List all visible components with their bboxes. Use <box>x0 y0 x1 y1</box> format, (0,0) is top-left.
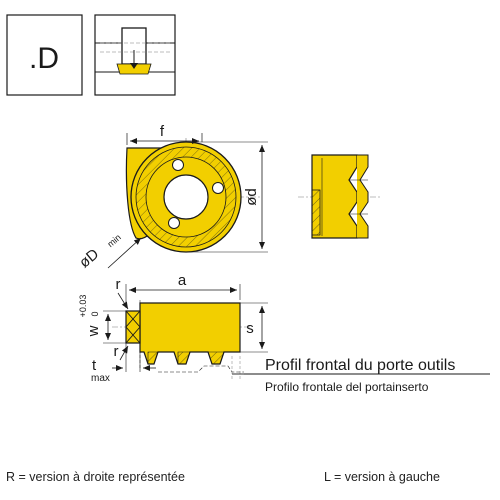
label-f: f <box>160 123 165 140</box>
code-box-label: .D <box>29 42 59 75</box>
label-w-tol: +0.03 <box>78 295 88 318</box>
label-a: a <box>178 272 187 289</box>
profile-label-it: Profilo frontale del portainserto <box>265 380 429 394</box>
label-w: w <box>85 325 102 337</box>
dimension-oD-min: øD min <box>76 232 142 272</box>
footer-left-version: L = version à gauche <box>324 470 440 484</box>
insert-front-view <box>125 138 262 253</box>
dimension-od: ød <box>186 141 268 253</box>
dimension-t: t max <box>91 343 156 384</box>
holder-symbol-box <box>94 14 176 96</box>
label-r-top: r <box>116 276 121 293</box>
label-od: ød <box>243 188 260 206</box>
profile-label-fr: Profil frontal du porte outils <box>265 357 455 374</box>
code-box: .D <box>6 14 83 96</box>
label-oD-sub: min <box>105 232 123 249</box>
label-r-bottom: r <box>114 343 119 360</box>
label-oD: øD <box>76 246 102 272</box>
insert-side-view <box>298 154 382 239</box>
label-t: t <box>92 357 97 374</box>
insert-section-view <box>112 300 250 368</box>
dimension-r: r r <box>114 276 129 361</box>
dimension-s: s <box>240 302 268 353</box>
label-t-sub: max <box>91 373 110 384</box>
label-s: s <box>246 320 254 337</box>
holder-profile: Profil frontal du porte outils Profilo f… <box>158 356 490 394</box>
dimension-w: w +0.03 0 <box>78 295 126 344</box>
dimension-f: f <box>126 123 203 145</box>
label-w-tol-zero: 0 <box>90 311 100 316</box>
footer-right-version: R = version à droite représentée <box>6 470 185 484</box>
dimension-a: a <box>125 272 241 308</box>
